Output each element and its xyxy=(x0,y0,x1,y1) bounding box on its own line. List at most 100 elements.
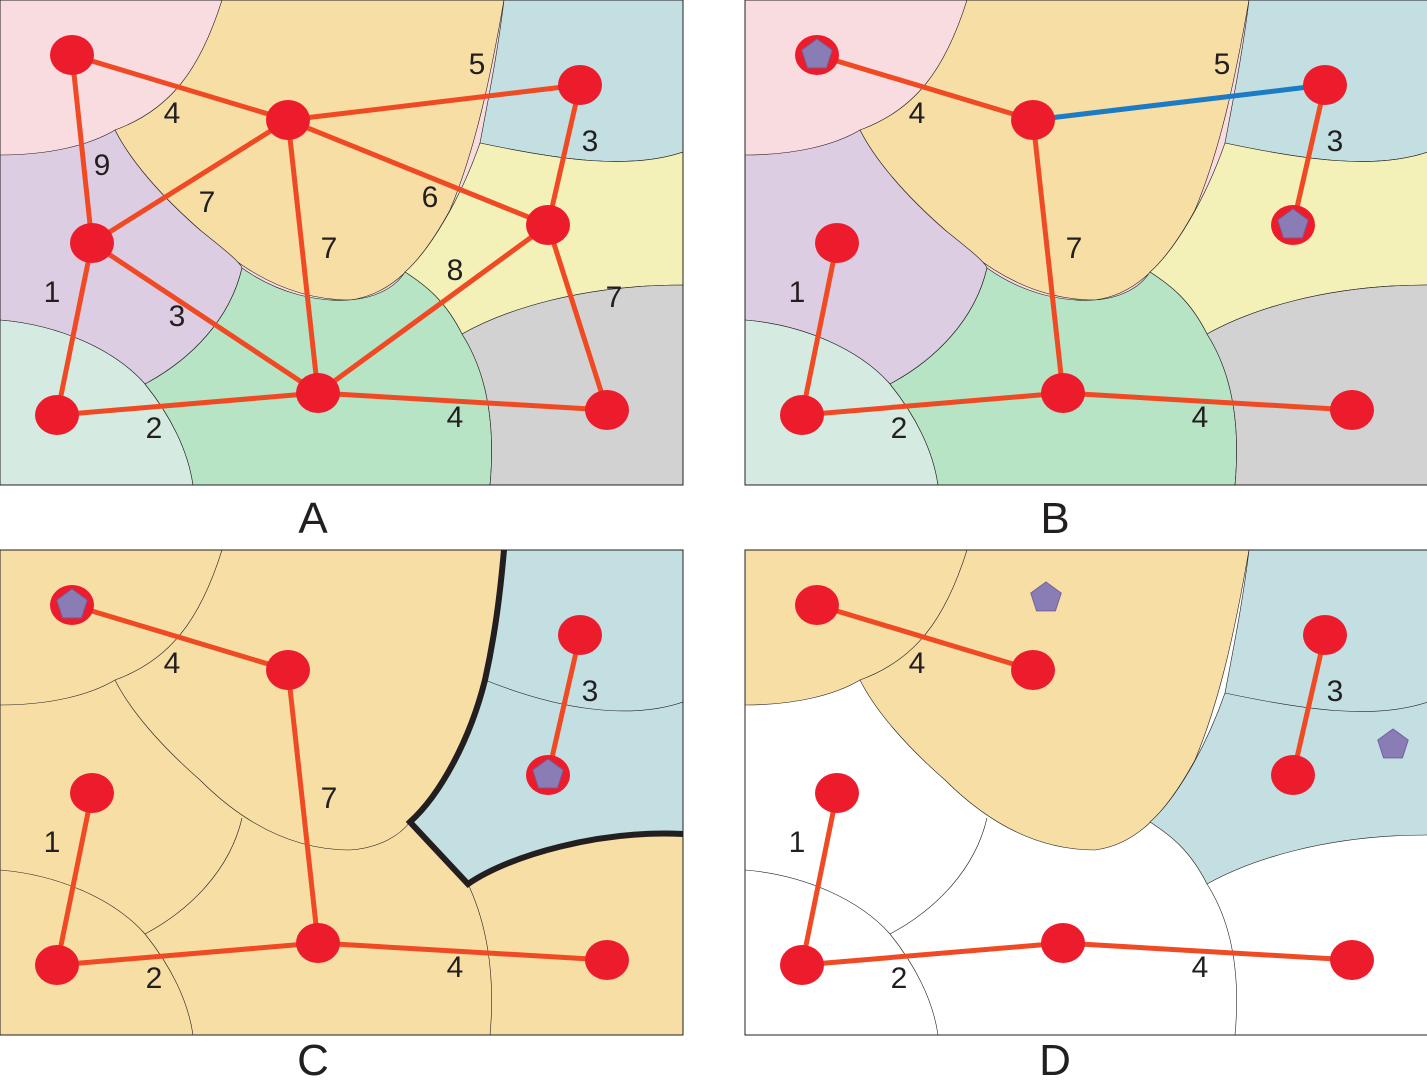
panel-d-caption: D xyxy=(1039,1036,1071,1080)
edge-tr-mr xyxy=(545,82,583,228)
edge-bl-bc xyxy=(799,390,1066,418)
edge-weight-label: 7 xyxy=(1066,232,1083,265)
edge-weight-label: 4 xyxy=(909,97,926,130)
node-bl xyxy=(35,395,79,435)
edge-weight-label: 3 xyxy=(582,675,599,708)
edge-bl-bc xyxy=(799,940,1066,968)
edge-weight-label: 2 xyxy=(146,962,163,995)
edge-tl-ml xyxy=(69,52,95,246)
node-bl xyxy=(35,945,79,985)
node-bc xyxy=(296,373,340,413)
panel-b-border xyxy=(744,0,1427,486)
edge-weight-label: 6 xyxy=(422,181,439,214)
node-tc xyxy=(1011,650,1055,690)
edge-bc-mr xyxy=(315,222,551,396)
node-ml xyxy=(815,223,859,263)
edge-tl-tc xyxy=(814,602,1036,673)
edge-ml-bl xyxy=(799,790,840,968)
edge-weight-label: 3 xyxy=(1327,675,1344,708)
node-ml xyxy=(815,773,859,813)
edge-tl-tc xyxy=(69,52,291,123)
edge-bc-br xyxy=(315,940,610,963)
former-boundary xyxy=(114,679,411,851)
edge-tr-mr xyxy=(1290,82,1328,228)
former-boundary xyxy=(484,679,683,712)
region-orange xyxy=(114,0,505,301)
edge-tc-bc xyxy=(285,667,321,946)
node-bl xyxy=(780,945,824,985)
edge-weight-label: 1 xyxy=(44,826,61,859)
edge-weight-label: 4 xyxy=(447,401,464,434)
edge-weight-label: 4 xyxy=(1192,401,1209,434)
region-blue xyxy=(410,550,683,884)
edge-weight-label: 1 xyxy=(789,826,806,859)
centroid-pentagon-icon xyxy=(1277,208,1309,239)
node-tr xyxy=(558,615,602,655)
node-br xyxy=(585,390,629,430)
panel-d-nodes xyxy=(780,581,1409,985)
node-tl xyxy=(50,35,94,75)
edge-weight-label: 7 xyxy=(321,232,338,265)
panel-b-edges xyxy=(799,52,1355,418)
edge-weight-label: 1 xyxy=(789,276,806,309)
edge-weight-label: 7 xyxy=(606,281,623,314)
edge-ml-tc xyxy=(89,117,291,246)
node-ml xyxy=(70,223,114,263)
node-tr xyxy=(1303,65,1347,105)
former-boundary xyxy=(889,817,988,935)
edge-bc-br xyxy=(315,390,610,413)
edge-weight-label: 2 xyxy=(891,412,908,445)
node-tl xyxy=(795,585,839,625)
region-gray xyxy=(1206,284,1427,485)
edge-tc-bc xyxy=(285,117,321,396)
node-tr xyxy=(558,65,602,105)
panel-c-caption: C xyxy=(297,1036,329,1080)
region-orange xyxy=(745,550,1250,851)
edge-ml-bl xyxy=(54,790,95,968)
edge-weight-label: 7 xyxy=(199,186,216,219)
panel-a-nodes xyxy=(35,35,629,435)
edge-weight-label: 2 xyxy=(146,412,163,445)
panel-a-caption: A xyxy=(298,494,328,543)
node-bl xyxy=(780,395,824,435)
edge-weight-label: 3 xyxy=(582,125,599,158)
edge-weight-label: 2 xyxy=(891,962,908,995)
panel-a-border xyxy=(0,0,684,486)
panel-c-edges xyxy=(54,602,610,968)
centroid-pentagon-icon xyxy=(801,38,833,69)
edge-weight-label: 9 xyxy=(94,149,111,182)
node-br xyxy=(1330,940,1374,980)
panel-a-edges xyxy=(54,52,610,418)
node-br xyxy=(1330,390,1374,430)
edge-bc-br xyxy=(1060,390,1355,413)
region-blue xyxy=(1149,550,1427,885)
edge-weight-label: 4 xyxy=(1192,951,1209,984)
former-boundary xyxy=(1206,883,1237,1035)
edge-weight-label: 5 xyxy=(1214,48,1231,81)
edge-bl-bc xyxy=(54,390,321,418)
edge-weight-label: 7 xyxy=(321,782,338,815)
edge-ml-bl xyxy=(799,240,840,418)
former-boundary xyxy=(0,869,194,1035)
former-boundary xyxy=(745,869,939,1035)
node-bc xyxy=(296,923,340,963)
edge-mr-br xyxy=(545,222,610,413)
centroid-pentagon-icon xyxy=(56,588,88,619)
edge-tc-mr xyxy=(285,117,551,228)
edge-tl-tc xyxy=(814,52,1036,123)
edge-weight-label: 8 xyxy=(447,254,464,287)
edge-bc-br xyxy=(1060,940,1355,963)
former-boundary xyxy=(467,883,492,1035)
edge-tr-mr xyxy=(545,632,583,778)
panel-d-border xyxy=(744,549,1427,1036)
panel-c-border xyxy=(0,549,684,1036)
node-mr xyxy=(526,205,570,245)
cluster-boundary xyxy=(405,550,683,888)
